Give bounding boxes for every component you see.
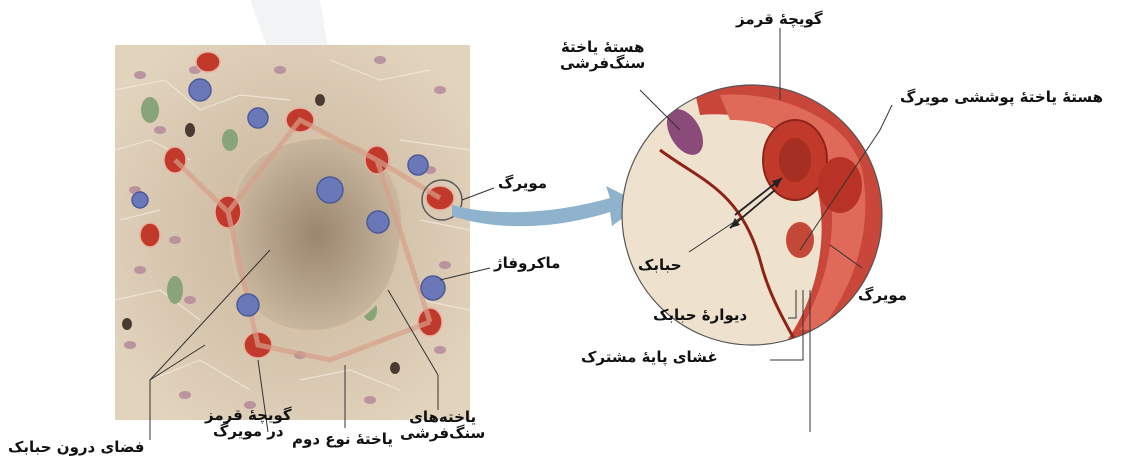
label-squamous-cells-line2: سنگ‌فرشی xyxy=(400,426,485,442)
label-basement-membrane: غشای پایهٔ مشترک xyxy=(581,350,718,366)
label-endothelial-nucleus: هستهٔ یاختهٔ پوششی مویرگ xyxy=(900,90,1103,106)
label-squamous-nucleus-line2: سنگ‌فرشی xyxy=(560,56,645,72)
tissue-block xyxy=(115,45,470,420)
label-rbc-in-capillary: گویچهٔ قرمز در مویرگ xyxy=(205,408,292,440)
label-rbc-in-capillary-line2: در مویرگ xyxy=(205,424,292,440)
label-alveolar-space: فضای درون حبابک xyxy=(8,440,144,456)
label-alveolus: حبابک xyxy=(638,258,682,274)
zoom-arrow-shape xyxy=(452,186,642,226)
label-alveolar-wall: دیوارهٔ حبابک xyxy=(653,308,747,324)
label-squamous-nucleus: هستهٔ یاختهٔ سنگ‌فرشی xyxy=(560,40,645,72)
label-macrophage: ماکروفاژ xyxy=(494,256,560,272)
label-squamous-cells: یاخته‌های سنگ‌فرشی xyxy=(400,410,485,442)
label-capillary-right: مویرگ xyxy=(858,288,907,304)
label-red-blood-cell-top: گویچهٔ قرمز xyxy=(736,12,823,28)
label-type2-cell: یاختهٔ نوع دوم xyxy=(292,432,393,448)
label-capillary-left: مویرگ xyxy=(498,176,547,192)
